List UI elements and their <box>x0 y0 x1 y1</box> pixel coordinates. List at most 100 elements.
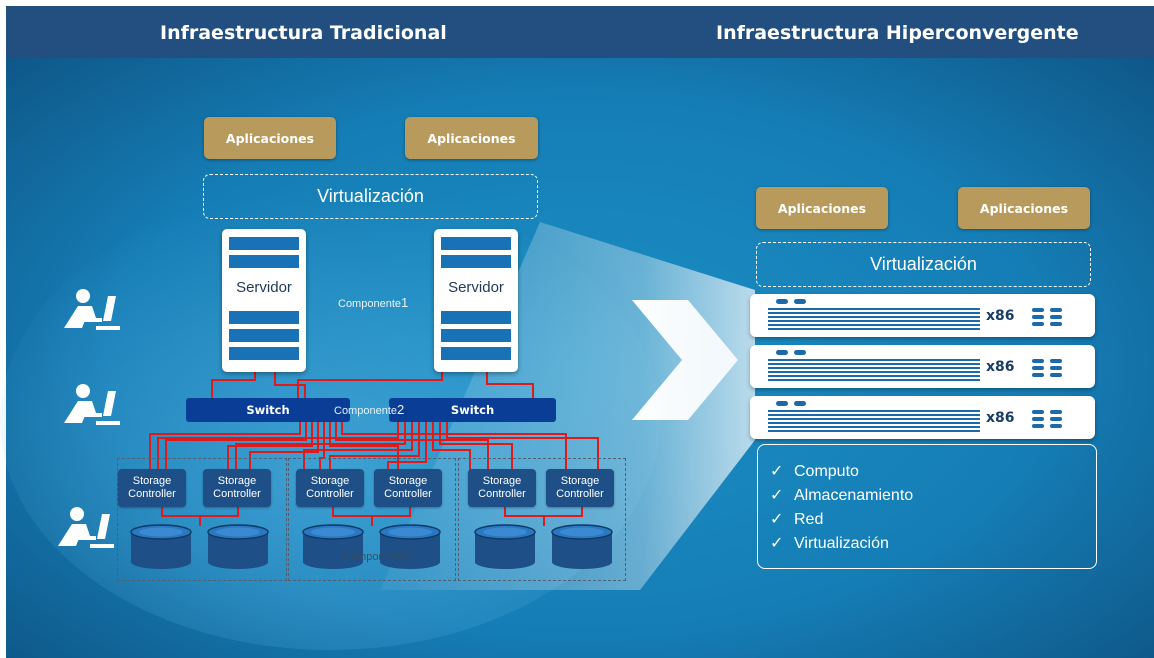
storage-controller-2: Storage Controller <box>203 469 271 507</box>
node-indicator <box>1050 410 1062 414</box>
node-led <box>794 350 806 355</box>
checkmark-icon: ✓ <box>770 463 784 480</box>
node-led <box>776 350 788 355</box>
server-bay <box>441 311 511 324</box>
feature-item: ✓ Red <box>770 509 823 529</box>
disk-icon <box>551 524 613 569</box>
disk-icon <box>207 524 269 569</box>
traditional-app-box-1: Aplicaciones <box>204 117 336 159</box>
feature-item: ✓ Computo <box>770 461 859 481</box>
storage-controller-6: Storage Controller <box>546 469 614 507</box>
feature-label: Computo <box>794 463 859 480</box>
controller-disk-cables <box>161 506 583 526</box>
node-led <box>776 299 788 304</box>
storage-controller-4: Storage Controller <box>374 469 442 507</box>
node-indicator <box>1032 424 1044 428</box>
node-indicator <box>1032 308 1044 312</box>
storage-group-1 <box>117 458 287 581</box>
node-indicator <box>1032 315 1044 319</box>
component-1-number: 1 <box>401 295 409 310</box>
node-indicator <box>1032 322 1044 326</box>
x86-node-3: x86 <box>750 396 1095 439</box>
server-1: Servidor <box>222 229 306 372</box>
node-led <box>776 401 788 406</box>
feature-item: ✓ Virtualización <box>770 533 889 553</box>
node-vents <box>768 410 980 434</box>
x86-node-label: x86 <box>986 308 1015 324</box>
node-vents <box>768 359 980 383</box>
storage-controller-5: Storage Controller <box>468 469 536 507</box>
server-bay <box>441 347 511 360</box>
server-bay <box>229 329 299 342</box>
node-indicator <box>1032 366 1044 370</box>
feature-label: Red <box>794 511 824 528</box>
left-title: Infraestructura Tradicional <box>160 22 447 44</box>
traditional-app-box-2: Aplicaciones <box>405 117 538 159</box>
hci-virtualization-layer: Virtualización <box>756 242 1091 287</box>
component-3-number: 3 <box>406 548 414 563</box>
server-bay <box>441 255 511 268</box>
switch-1: Switch <box>186 398 350 422</box>
server-label: Servidor <box>236 279 292 296</box>
hci-app-box-1: Aplicaciones <box>756 187 888 229</box>
switch-2: Switch <box>389 398 556 422</box>
feature-label: Almacenamiento <box>794 487 914 504</box>
server-bay <box>229 255 299 268</box>
server-bay <box>441 237 511 250</box>
server-bay <box>441 329 511 342</box>
component-2-label: Componente2 <box>334 402 404 417</box>
hci-app-box-2: Aplicaciones <box>958 187 1090 229</box>
node-indicator <box>1032 417 1044 421</box>
disk-icon <box>379 524 441 569</box>
hci-features-box: ✓ Computo ✓ Almacenamiento ✓ Red ✓ Virtualiz… <box>757 444 1097 569</box>
admin-person-icon <box>58 507 114 548</box>
node-indicator <box>1050 366 1062 370</box>
node-vents <box>768 308 980 332</box>
node-indicator <box>1050 424 1062 428</box>
node-indicator <box>1050 359 1062 363</box>
server-bay <box>229 237 299 250</box>
storage-controller-1: Storage Controller <box>118 469 186 507</box>
admin-person-icon <box>64 384 120 425</box>
node-indicator <box>1050 315 1062 319</box>
component-1-text: Componente <box>338 298 401 310</box>
node-indicator <box>1050 322 1062 326</box>
server-bay <box>229 311 299 324</box>
node-led <box>794 401 806 406</box>
disk-icon <box>302 524 364 569</box>
checkmark-icon: ✓ <box>770 487 784 504</box>
node-indicator <box>1032 373 1044 377</box>
traditional-virtualization-layer: Virtualización <box>203 174 538 219</box>
component-2-number: 2 <box>397 402 405 417</box>
disk-icon <box>474 524 536 569</box>
component-1-label: Componente1 <box>338 295 408 310</box>
x86-node-1: x86 <box>750 294 1095 337</box>
server-bay <box>229 347 299 360</box>
right-title: Infraestructura Hiperconvergente <box>716 22 1079 44</box>
node-led <box>794 299 806 304</box>
node-indicator <box>1050 417 1062 421</box>
admin-person-icon <box>64 289 120 330</box>
x86-node-label: x86 <box>986 410 1015 426</box>
x86-node-2: x86 <box>750 345 1095 388</box>
server-label: Servidor <box>448 279 504 296</box>
node-indicator <box>1032 359 1044 363</box>
big-arrow-chevron-icon <box>632 300 738 420</box>
node-indicator <box>1032 410 1044 414</box>
feature-label: Virtualización <box>794 535 889 552</box>
component-2-text: Componente <box>334 405 397 417</box>
x86-node-label: x86 <box>986 359 1015 375</box>
checkmark-icon: ✓ <box>770 511 784 528</box>
component-3-label: Componente3 <box>343 548 413 563</box>
node-indicator <box>1050 373 1062 377</box>
server-2: Servidor <box>434 229 518 372</box>
header-band <box>6 6 1154 58</box>
disk-icon <box>130 524 192 569</box>
component-3-text: Componente <box>343 551 406 563</box>
checkmark-icon: ✓ <box>770 535 784 552</box>
feature-item: ✓ Almacenamiento <box>770 485 913 505</box>
node-indicator <box>1050 308 1062 312</box>
storage-group-3 <box>458 458 626 581</box>
storage-group-2 <box>288 458 456 581</box>
